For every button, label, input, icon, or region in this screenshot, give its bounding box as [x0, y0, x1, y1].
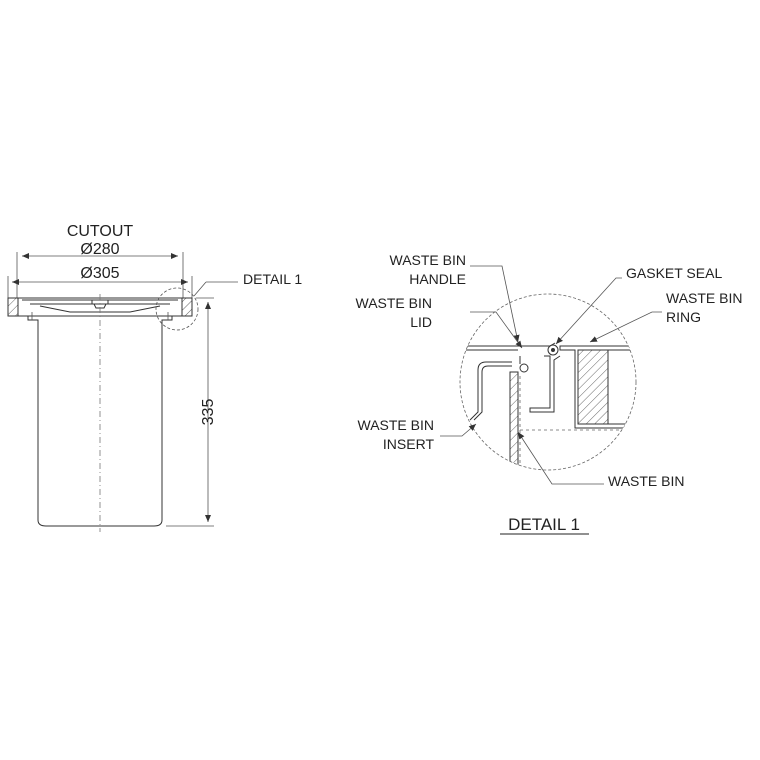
detail-gasket-core — [551, 348, 555, 352]
ring-hatch-right — [181, 297, 193, 317]
ring-hatch-left — [7, 297, 19, 317]
leader-ring — [589, 311, 662, 343]
detail-insert — [469, 361, 512, 421]
leader-handle — [470, 265, 520, 343]
detail-callout-leader — [193, 281, 207, 297]
height-dimension-text: 335 — [200, 399, 217, 426]
detail-title: DETAIL 1 — [508, 515, 580, 534]
label-handle-line2: HANDLE — [409, 271, 466, 287]
label-gasket: GASKET SEAL — [626, 265, 722, 281]
label-handle-line1: WASTE BIN — [390, 252, 467, 268]
detail-insert-inner — [473, 365, 512, 421]
detail-view: WASTE BIN HANDLE WASTE BIN LID WASTE BIN… — [356, 252, 743, 535]
detail-boundary-circle — [459, 293, 637, 471]
cutout-label: CUTOUT — [67, 223, 134, 240]
main-view: CUTOUT Ø280 Ø305 335 DETAIL 1 — [7, 223, 302, 532]
detail-callout-label: DETAIL 1 — [243, 271, 302, 287]
detail-countertop-edge — [559, 345, 636, 429]
detail-countertop-hatch — [577, 349, 609, 425]
cutout-dimension-text: Ø280 — [80, 241, 119, 258]
label-insert-line2: INSERT — [383, 436, 435, 452]
leader-bin — [517, 431, 604, 485]
detail-bin-wall — [509, 371, 519, 470]
waste-bin-body — [27, 316, 173, 527]
label-ring-line1: WASTE BIN — [666, 290, 743, 306]
leader-gasket — [555, 277, 622, 345]
detail-section — [460, 342, 636, 470]
detail-handle — [519, 363, 529, 373]
label-insert-line1: WASTE BIN — [358, 417, 435, 433]
label-bin: WASTE BIN — [608, 473, 685, 489]
label-lid-line2: LID — [410, 314, 432, 330]
leader-lid — [470, 311, 523, 349]
outer-dimension-text: Ø305 — [80, 265, 119, 282]
detail-ring-profile — [529, 355, 561, 413]
label-ring-line2: RING — [666, 309, 701, 325]
label-lid-line1: WASTE BIN — [356, 295, 433, 311]
leader-insert — [440, 423, 477, 437]
bin-rim — [31, 312, 169, 320]
detail-lid — [460, 342, 556, 347]
detail-callout-circle — [155, 287, 199, 331]
